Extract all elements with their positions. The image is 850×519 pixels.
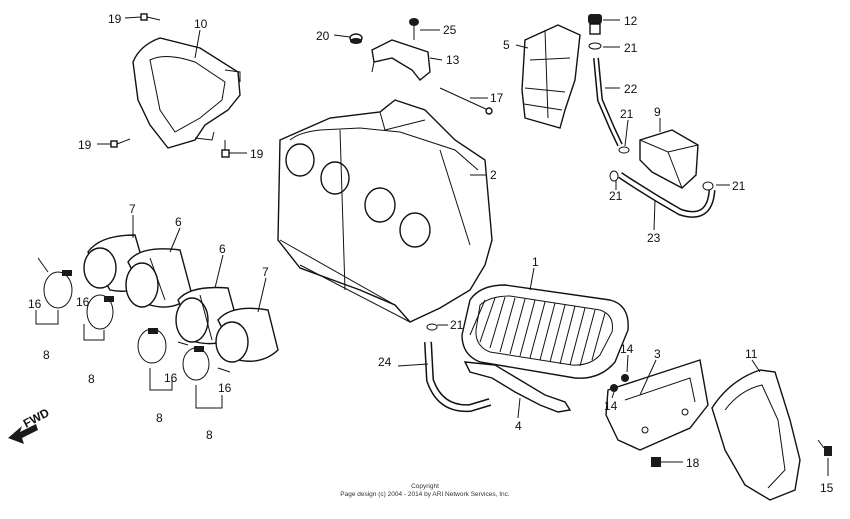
leader-lines [35, 16, 829, 476]
part-label-10: 10 [194, 17, 208, 31]
drain-tube-24-illustration [424, 341, 492, 413]
part-label-11: 11 [745, 347, 758, 361]
part-label-19: 19 [250, 147, 264, 161]
clip-21-filter-illustration [426, 323, 438, 331]
bolt-19-left-illustration [110, 138, 131, 148]
bolt-25-illustration [409, 18, 419, 40]
part-label-22: 22 [624, 82, 638, 96]
cap-12-illustration [588, 14, 602, 35]
screw-14-upper-illustration [621, 374, 629, 382]
intake-boot-6-left-illustration [125, 248, 193, 308]
copyright-line-2: Page design (c) 2004 - 2014 by ARI Netwo… [340, 491, 510, 498]
air-filter-element-1-illustration [461, 284, 629, 379]
air-cleaner-case-2-illustration [277, 99, 493, 323]
clamp-16-d-illustration [182, 346, 210, 381]
part-label-8: 8 [43, 348, 50, 362]
clip-21-top-illustration [588, 42, 602, 50]
clamp-16-c-illustration [137, 328, 167, 364]
part-label-25: 25 [443, 23, 457, 37]
part-label-16: 16 [76, 295, 90, 309]
part-label-21: 21 [624, 41, 638, 55]
intake-boot-7-right-illustration [215, 307, 279, 363]
part-label-8: 8 [156, 411, 163, 425]
screw-16-d-illustration [217, 367, 231, 373]
part-label-12: 12 [624, 14, 638, 28]
clamp-16-a-illustration [43, 270, 73, 309]
screw-14-lower-illustration [610, 384, 618, 392]
part-label-8: 8 [88, 372, 95, 386]
screw-16-a-illustration [37, 257, 49, 273]
part-label-16: 16 [218, 381, 232, 395]
bracket-13-illustration [371, 39, 431, 81]
forward-direction-arrow: FWD [8, 405, 52, 444]
clip-21-hose-left-illustration [609, 170, 619, 182]
part-label-21: 21 [620, 107, 634, 121]
strap-4-illustration [463, 361, 572, 413]
copyright-line-1: Copyright [411, 483, 439, 490]
part-label-15: 15 [820, 481, 834, 495]
part-label-18: 18 [686, 456, 700, 470]
bolt-15-illustration [817, 439, 832, 456]
part-label-8: 8 [206, 428, 213, 442]
part-label-6: 6 [219, 242, 226, 256]
part-label-1: 1 [532, 255, 539, 269]
intake-boot-7-left-illustration [83, 234, 149, 292]
valve-9-illustration [639, 129, 699, 189]
part-label-24: 24 [378, 355, 392, 369]
clip-21-hose-right-illustration [702, 181, 714, 191]
part-label-14: 14 [604, 399, 618, 413]
part-label-13: 13 [446, 53, 460, 67]
part-label-5: 5 [503, 38, 510, 52]
screw-16-c-illustration [177, 341, 189, 346]
part-label-16: 16 [164, 371, 178, 385]
part-label-4: 4 [515, 419, 522, 433]
cover-part-10-illustration [132, 37, 241, 149]
part-labels: 19 10 19 19 20 25 13 17 2 5 12 21 22 21 … [28, 12, 834, 495]
clamp-16-b-illustration [86, 294, 114, 330]
tube-22-illustration [593, 57, 623, 147]
part-label-9: 9 [654, 105, 661, 119]
part-label-21: 21 [732, 179, 746, 193]
part-label-20: 20 [316, 29, 330, 43]
part-label-14: 14 [620, 342, 634, 356]
part-label-7: 7 [262, 265, 269, 279]
long-bolt-17-illustration [439, 87, 493, 115]
part-label-2: 2 [490, 168, 497, 182]
part-label-21: 21 [609, 189, 623, 203]
part-label-19: 19 [78, 138, 92, 152]
part-label-16: 16 [28, 297, 42, 311]
part-label-7: 7 [129, 202, 136, 216]
nut-20-illustration [349, 33, 363, 44]
copyright-footer: Copyright Page design (c) 2004 - 2014 by… [0, 483, 850, 499]
cover-plate-3-illustration [605, 359, 709, 451]
part-label-6: 6 [175, 215, 182, 229]
part-label-21: 21 [450, 318, 464, 332]
part-label-3: 3 [654, 347, 661, 361]
bolt-19-right-illustration [221, 140, 230, 158]
part-label-19: 19 [108, 12, 122, 26]
clip-21-mid-illustration [618, 146, 630, 154]
hose-23-illustration [618, 172, 716, 218]
bolt-19-top-illustration [140, 13, 161, 21]
part-label-23: 23 [647, 231, 661, 245]
duct-5-illustration [521, 24, 581, 129]
side-cover-11-illustration [711, 369, 801, 501]
part-label-17: 17 [490, 91, 504, 105]
